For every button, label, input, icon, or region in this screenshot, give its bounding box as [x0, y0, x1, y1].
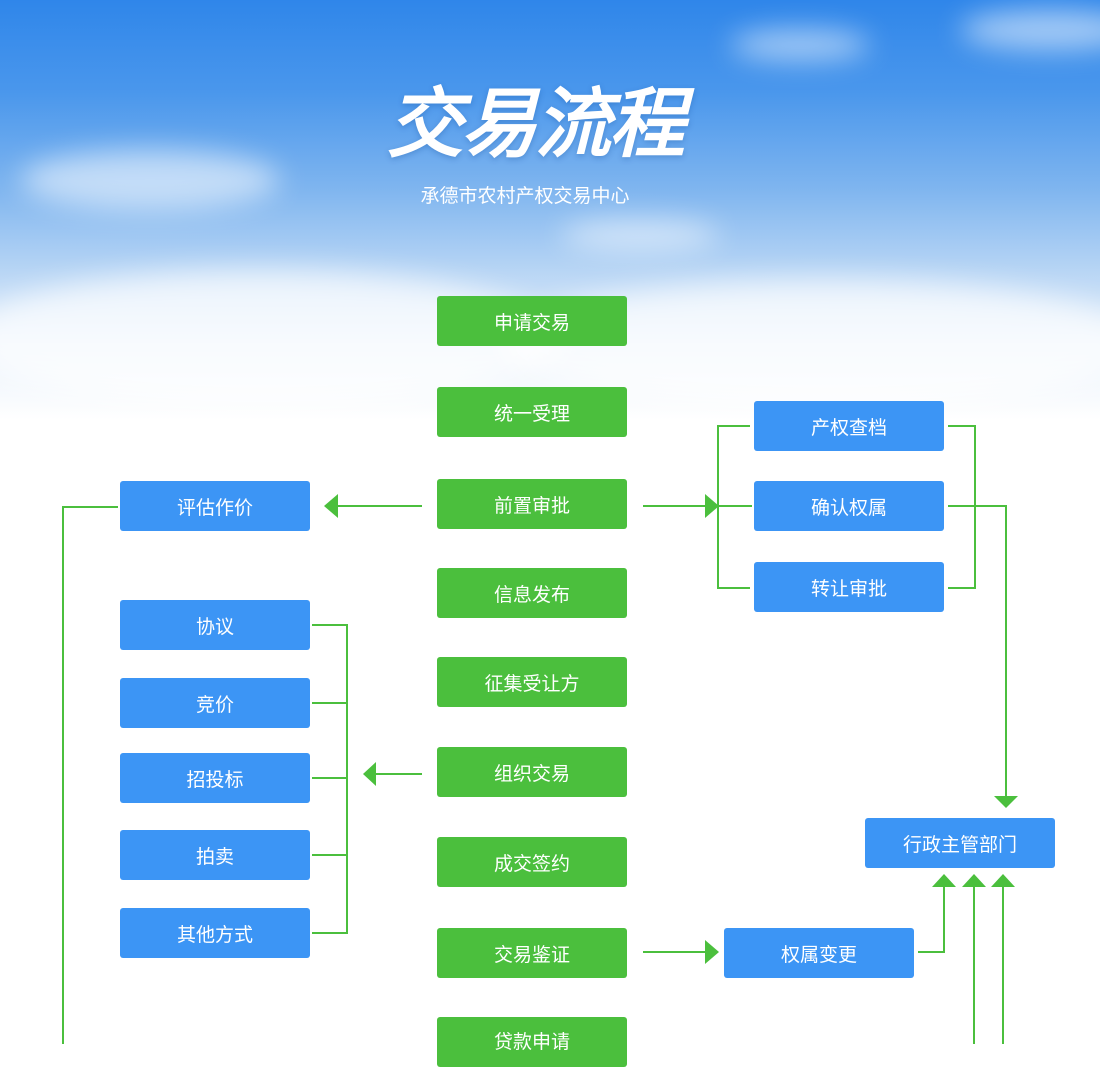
change-to-admin-line — [918, 887, 945, 953]
step-accept: 统一受理 — [437, 387, 627, 437]
method-other: 其他方式 — [120, 908, 310, 958]
arrow-left-methods — [363, 762, 376, 786]
to-admin-line — [948, 505, 1007, 797]
step-publish: 信息发布 — [437, 568, 627, 618]
arrow-up-admin-1 — [932, 874, 956, 887]
arrow-up-admin-3 — [991, 874, 1015, 887]
method-bidding: 竞价 — [120, 678, 310, 728]
method-tender: 招投标 — [120, 753, 310, 803]
review-transfer-approval: 转让审批 — [754, 562, 944, 612]
ownership-change-box: 权属变更 — [724, 928, 914, 978]
method-auction: 拍卖 — [120, 830, 310, 880]
review-confirm-ownership: 确认权属 — [754, 481, 944, 531]
step-loan: 贷款申请 — [437, 1017, 627, 1067]
step-pre-approval: 前置审批 — [437, 479, 627, 529]
page-title: 交易流程 — [387, 79, 685, 168]
page-subtitle: 承德市农村产权交易中心 — [420, 185, 630, 207]
method-agreement: 协议 — [120, 600, 310, 650]
review-title-search: 产权查档 — [754, 401, 944, 451]
step-organize: 组织交易 — [437, 747, 627, 797]
arrow-down-admin — [994, 796, 1018, 808]
step-solicit: 征集受让方 — [437, 657, 627, 707]
connector-lines — [62, 425, 1018, 1044]
step-sign: 成交签约 — [437, 837, 627, 887]
admin-department-box: 行政主管部门 — [865, 818, 1055, 868]
evaluation-return-line — [62, 506, 118, 1044]
evaluation-box: 评估作价 — [120, 481, 310, 531]
arrow-right-review — [705, 494, 719, 518]
step-apply: 申请交易 — [437, 296, 627, 346]
arrow-left-evaluation — [324, 494, 338, 518]
arrow-right-change — [705, 940, 719, 964]
step-certify: 交易鉴证 — [437, 928, 627, 978]
arrow-up-admin-2 — [962, 874, 986, 887]
